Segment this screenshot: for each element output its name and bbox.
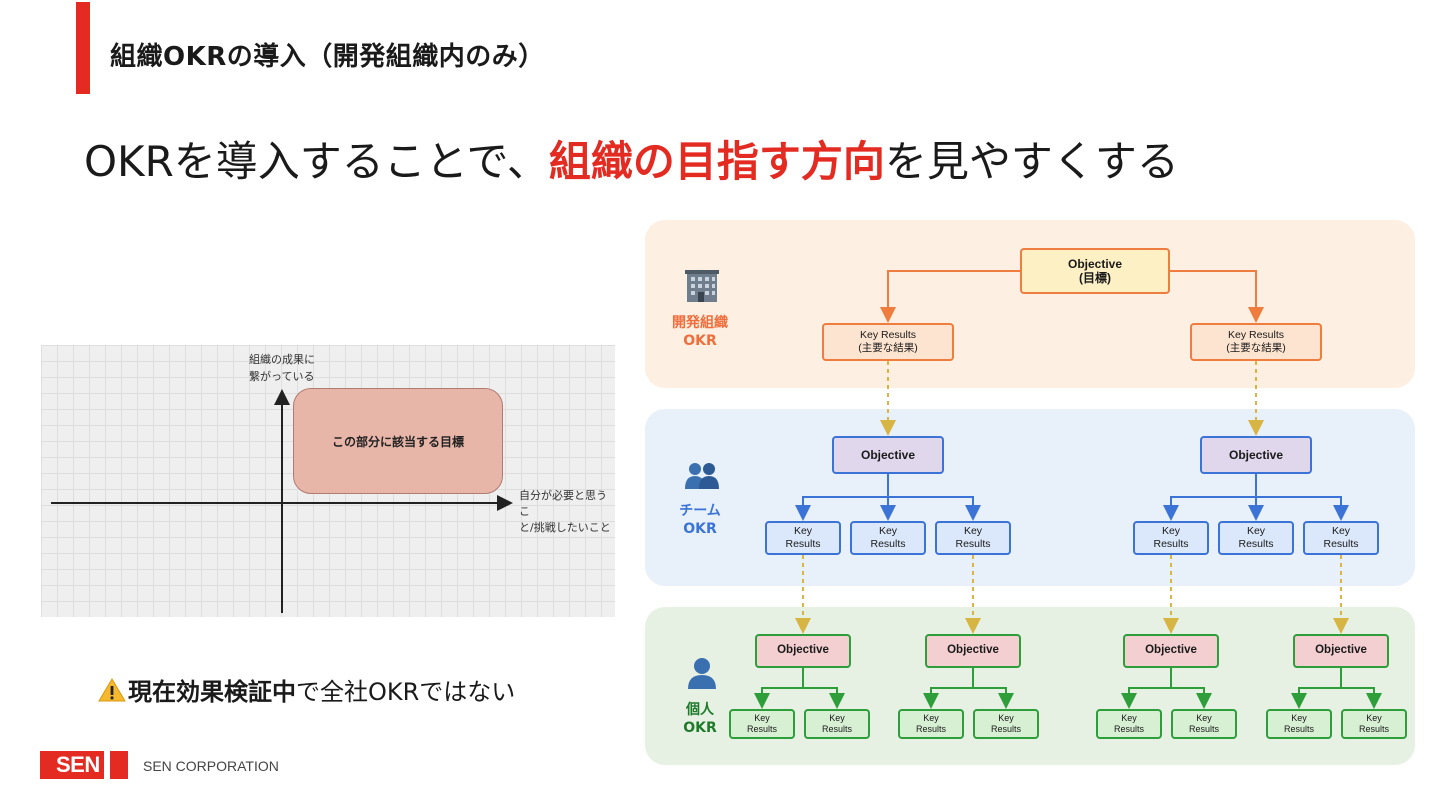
kr-line1: Key (998, 713, 1014, 724)
y-axis-label-line1: 組織の成果に (249, 353, 315, 366)
kr-line2: Results (990, 724, 1021, 734)
kr-line2: Results (821, 724, 852, 734)
kr-line1: Key (754, 713, 770, 724)
kr-line2: Results (1238, 538, 1274, 550)
x-axis-label-line1: 自分が必要と思うこ (519, 489, 607, 518)
kr-line2: Results (1188, 724, 1219, 734)
org-objective-subtitle: (目標) (1079, 271, 1111, 285)
company-name: SEN CORPORATION (143, 758, 279, 774)
building-icon (685, 270, 719, 302)
kr-line1: Key (1331, 525, 1351, 538)
section-title: 組織OKRの導入（開発組織内のみ） (110, 42, 545, 72)
kr-line2: Results (1153, 538, 1189, 550)
note-bold: 現在効果検証中 (128, 678, 296, 706)
headline: OKRを導入することで、組織の目指す方向を見やすくする (84, 128, 1179, 189)
level-name-individual: 個人 (686, 702, 714, 718)
kr-line1: Key (1291, 713, 1307, 724)
kr-line1: Key (963, 525, 983, 538)
quadrant-axes (51, 389, 513, 613)
kr-line2: Results (1323, 538, 1359, 550)
headline-pre: OKRを導入することで、 (84, 137, 549, 186)
kr-title: Key Results (859, 329, 917, 342)
headline-post: を見やすくする (884, 137, 1179, 186)
x-axis-label-line2: と/挑戦したいこと (519, 521, 611, 534)
status-note: 現在効果検証中で全社OKRではない (98, 672, 515, 707)
kr-subtitle: (主要な結果) (858, 342, 918, 354)
logo-notch (104, 751, 110, 779)
quadrant-chart: 組織の成果に 繋がっている 自分が必要と思うこ と/挑戦したいこと この部分に該… (41, 345, 615, 617)
kr-subtitle: (主要な結果) (1226, 342, 1286, 354)
target-area: この部分に該当する目標 (293, 388, 503, 494)
individual-objective: Objective (1293, 634, 1389, 668)
level-name-org: 開発組織 (672, 315, 728, 331)
kr-line2: Results (1283, 724, 1314, 734)
x-axis-label: 自分が必要と思うこ と/挑戦したいこと (519, 488, 615, 536)
level-name-team: チーム (679, 503, 721, 519)
kr-line2: Results (1358, 724, 1389, 734)
level-suffix-team: OKR (683, 521, 717, 537)
org-okr-band (645, 220, 1415, 388)
kr-line1: Key (1366, 713, 1382, 724)
individual-objective: Objective (755, 634, 851, 668)
kr-line1: Key (1121, 713, 1137, 724)
team-objective: Objective (1200, 436, 1312, 474)
org-objective: Objective (目標) (1020, 248, 1170, 294)
kr-line2: Results (955, 538, 991, 550)
kr-line2: Results (785, 538, 821, 550)
level-suffix-individual: OKR (683, 720, 717, 736)
warning-icon (98, 677, 126, 701)
kr-line2: Results (746, 724, 777, 734)
y-axis-label-line2: 繋がっている (249, 370, 315, 383)
logo (40, 751, 128, 779)
individual-okr-band (645, 607, 1415, 765)
kr-line1: Key (1161, 525, 1181, 538)
kr-line2: Results (915, 724, 946, 734)
level-label-individual: 個人 OKR (660, 701, 740, 737)
group-icon (685, 463, 719, 489)
kr-line1: Key (1196, 713, 1212, 724)
kr-line1: Key (1246, 525, 1266, 538)
individual-objective: Objective (1123, 634, 1219, 668)
kr-line1: Key (793, 525, 813, 538)
level-suffix-org: OKR (683, 333, 717, 349)
y-axis-label: 組織の成果に 繋がっている (249, 351, 315, 385)
org-key-result: Key Results (主要な結果) (1190, 323, 1322, 361)
level-label-team: チーム OKR (660, 502, 740, 538)
team-objective: Objective (832, 436, 944, 474)
logo-text: SEN (56, 752, 100, 777)
accent-bar (76, 2, 90, 94)
headline-highlight: 組織の目指す方向 (548, 137, 885, 186)
kr-line2: Results (1113, 724, 1144, 734)
kr-line1: Key (923, 713, 939, 724)
kr-line1: Key (829, 713, 845, 724)
org-objective-title: Objective (1067, 256, 1123, 271)
individual-objective: Objective (925, 634, 1021, 668)
kr-line2: Results (870, 538, 906, 550)
kr-line1: Key (878, 525, 898, 538)
level-label-org: 開発組織 OKR (660, 314, 740, 350)
org-key-result: Key Results (主要な結果) (822, 323, 954, 361)
note-rest: で全社OKRではない (296, 678, 516, 706)
person-icon (688, 658, 716, 689)
kr-title: Key Results (1227, 329, 1285, 342)
